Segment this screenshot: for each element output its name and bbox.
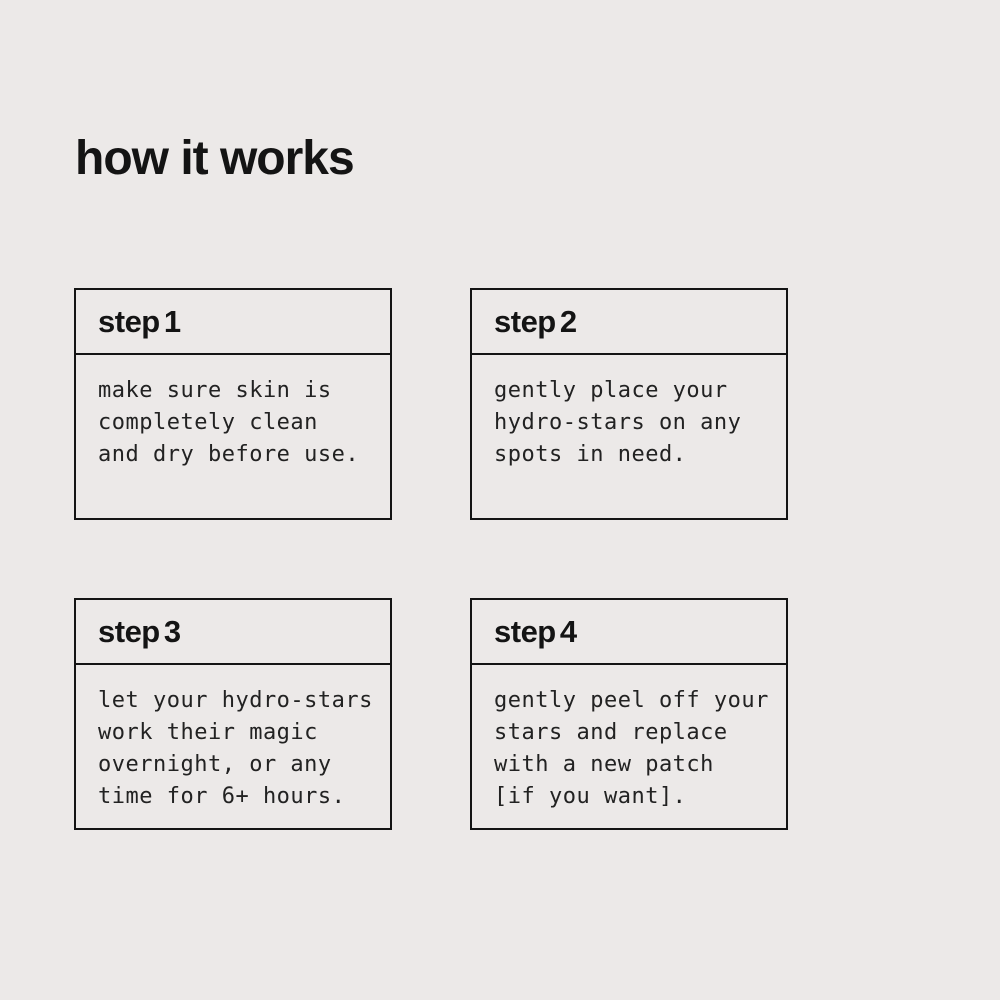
step-card-1: step 1 make sure skin is completely clea…	[74, 288, 392, 520]
step-1-description: make sure skin is completely clean and d…	[98, 378, 360, 467]
step-3-label: step 3	[98, 613, 181, 649]
step-2-label: step 2	[494, 303, 577, 339]
step-card-1-header: step 1	[76, 290, 390, 355]
step-1-label: step 1	[98, 303, 181, 339]
step-card-4-header: step 4	[472, 600, 786, 665]
step-4-description: gently peel off your stars and replace w…	[494, 688, 769, 809]
step-card-2-header: step 2	[472, 290, 786, 355]
step-card-2: step 2 gently place your hydro-stars on …	[470, 288, 788, 520]
page-title: how it works	[75, 132, 355, 186]
step-card-3-header: step 3	[76, 600, 390, 665]
step-card-4: step 4 gently peel off your stars and re…	[470, 598, 788, 830]
step-2-description: gently place your hydro-stars on any spo…	[494, 378, 742, 467]
step-3-description: let your hydro-stars work their magic ov…	[98, 688, 373, 809]
step-card-3: step 3 let your hydro-stars work their m…	[74, 598, 392, 830]
step-4-label: step 4	[494, 613, 577, 649]
